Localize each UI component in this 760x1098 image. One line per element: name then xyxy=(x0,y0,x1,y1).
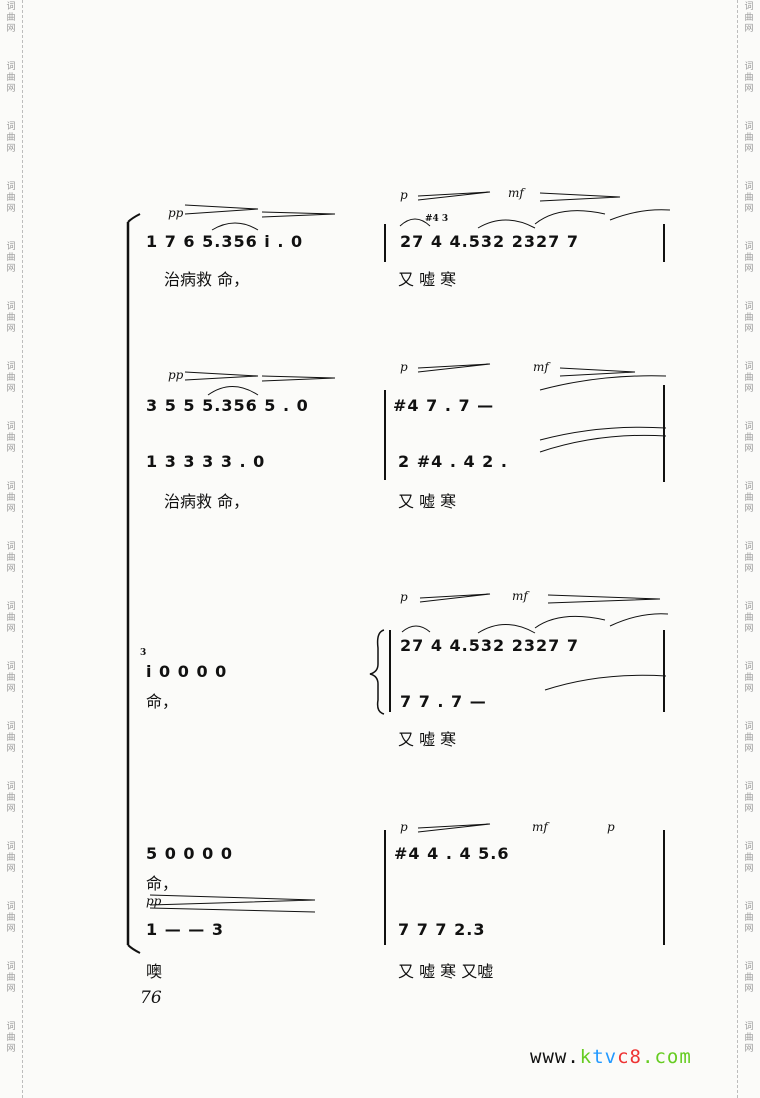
watermark-right: 词曲网 xyxy=(744,722,754,754)
notes-left: i 0 0 0 0 xyxy=(146,662,228,681)
system-2-marks xyxy=(184,363,667,482)
dynamic-p: p xyxy=(400,360,408,374)
lyrics-left: 命， xyxy=(146,692,179,711)
dynamic-p-end: p xyxy=(607,820,615,834)
notes-lower-left: 1 3 3 3 3 . 0 xyxy=(146,452,266,471)
watermark-right: 词曲网 xyxy=(744,542,754,574)
system-bracket-bottom xyxy=(127,944,141,954)
watermark-left: 词曲网 xyxy=(6,542,16,574)
watermark-left: 词曲网 xyxy=(6,182,16,214)
watermark-left: 词曲网 xyxy=(6,662,16,694)
dynamic-mf: mf xyxy=(508,186,524,200)
dynamic-p: p xyxy=(400,590,408,604)
dynamic-pp: pp xyxy=(168,368,184,382)
system-bracket-top xyxy=(127,213,141,223)
watermark-right: 词曲网 xyxy=(744,302,754,334)
notes-lower-right: 7 7 7 2.3 xyxy=(398,920,486,939)
watermark-right: 词曲网 xyxy=(744,182,754,214)
notes-right: 27 4 4.532 2327 7 xyxy=(400,232,579,251)
watermark-left: 词曲网 xyxy=(6,482,16,514)
watermark-right: 词曲网 xyxy=(744,902,754,934)
notes-lower-right: 2 #4 . 4 2 . xyxy=(398,452,508,471)
watermark-right: 词曲网 xyxy=(744,962,754,994)
watermark-left: 词曲网 xyxy=(6,422,16,454)
watermark-right: 词曲网 xyxy=(744,662,754,694)
url-tv: tv xyxy=(592,1046,618,1068)
watermark-left: 词曲网 xyxy=(6,602,16,634)
lyrics-left: 治病救 命， xyxy=(164,492,250,511)
page-number: 76 xyxy=(140,988,162,1008)
lyrics-left: 治病救 命， xyxy=(164,270,250,289)
lyrics-right: 又 嘘 寒 xyxy=(398,492,457,511)
watermark-left: 词曲网 xyxy=(6,302,16,334)
grace-note: 3 xyxy=(140,648,147,658)
watermark-right: 词曲网 xyxy=(744,2,754,34)
notes-lower-right: 7 7 . 7 — xyxy=(400,692,487,711)
watermark-right: 词曲网 xyxy=(744,782,754,814)
watermark-left: 词曲网 xyxy=(6,842,16,874)
url-k: k xyxy=(579,1046,593,1068)
system-4-marks xyxy=(149,823,665,945)
lyrics-right: 又 嘘 寒 xyxy=(398,730,457,749)
system-3-marks xyxy=(369,593,669,715)
url-prefix: www. xyxy=(530,1046,580,1068)
dynamic-pp: pp xyxy=(146,894,162,908)
notes-upper-left: 5 0 0 0 0 xyxy=(146,844,233,863)
dynamic-p: p xyxy=(400,188,408,202)
watermark-right: 词曲网 xyxy=(744,242,754,274)
watermark-left: 词曲网 xyxy=(6,1022,16,1054)
lyrics-right: 又 嘘 寒 xyxy=(398,270,457,289)
notes-upper-right: #4 7 . 7 — xyxy=(393,396,495,415)
notes-upper-left: 3 5 5 5.356 5 . 0 xyxy=(146,396,309,415)
left-watermark-strip xyxy=(0,0,23,1098)
right-watermark-strip xyxy=(737,0,760,1098)
url-suffix: .com xyxy=(642,1046,692,1068)
watermark-right: 词曲网 xyxy=(744,362,754,394)
watermark-right: 词曲网 xyxy=(744,602,754,634)
notes-left: 1 7 6 5.356 i . 0 xyxy=(146,232,304,251)
watermark-right: 词曲网 xyxy=(744,842,754,874)
watermark-left: 词曲网 xyxy=(6,122,16,154)
url-c8: c8 xyxy=(617,1046,642,1068)
system-1-marks xyxy=(184,191,671,262)
watermark-right: 词曲网 xyxy=(744,1022,754,1054)
watermark-left: 词曲网 xyxy=(6,902,16,934)
lyrics-right: 又 嘘 寒 又嘘 xyxy=(398,962,494,981)
notes-upper-right: 27 4 4.532 2327 7 xyxy=(400,636,579,655)
watermark-right: 词曲网 xyxy=(744,122,754,154)
watermark-right: 词曲网 xyxy=(744,422,754,454)
watermark-left: 词曲网 xyxy=(6,62,16,94)
watermark-right: 词曲网 xyxy=(744,62,754,94)
lyrics-lower-left: 噢 xyxy=(146,962,163,981)
watermark-left: 词曲网 xyxy=(6,242,16,274)
site-url: www.ktvc8.com xyxy=(530,1046,692,1068)
watermark-left: 词曲网 xyxy=(6,722,16,754)
grace-notes: #4 3 xyxy=(425,214,449,224)
dynamic-mf: mf xyxy=(533,360,549,374)
lyrics-upper-left: 命， xyxy=(146,874,179,893)
notes-upper-right: #4 4 . 4 5.6 xyxy=(394,844,510,863)
dynamic-mf: mf xyxy=(532,820,548,834)
dynamic-p: p xyxy=(400,820,408,834)
watermark-left: 词曲网 xyxy=(6,782,16,814)
watermark-left: 词曲网 xyxy=(6,362,16,394)
watermark-left: 词曲网 xyxy=(6,2,16,34)
dynamic-mf: mf xyxy=(512,589,528,603)
watermark-left: 词曲网 xyxy=(6,962,16,994)
notes-lower-left: 1 — — 3 xyxy=(146,920,224,939)
dynamic-pp: pp xyxy=(168,206,184,220)
watermark-right: 词曲网 xyxy=(744,482,754,514)
